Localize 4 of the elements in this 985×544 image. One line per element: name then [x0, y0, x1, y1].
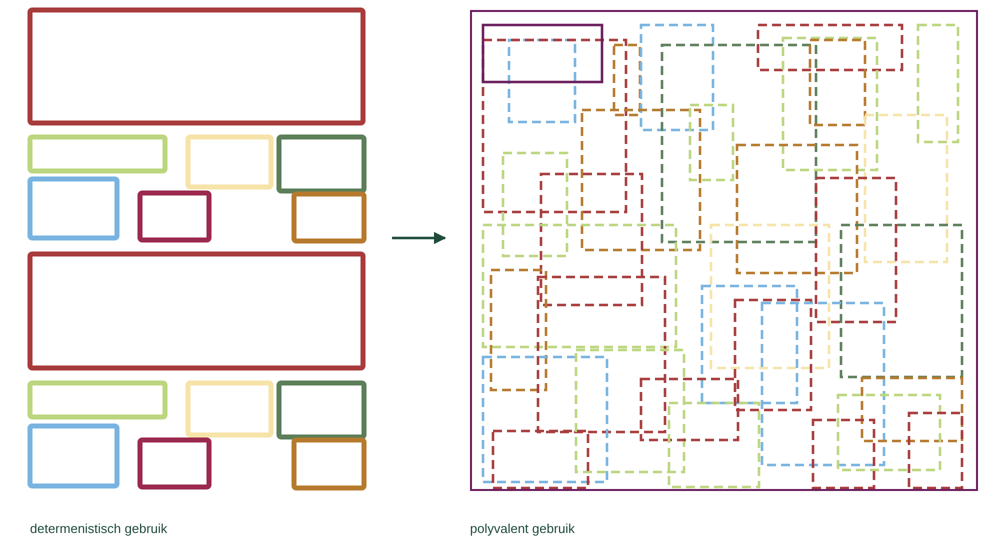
block-layout-drawing: [27, 7, 367, 491]
caption-text: polyvalent gebruik: [470, 521, 575, 536]
caption-text: determenistisch gebruik: [30, 521, 168, 536]
arrow: [392, 232, 446, 244]
